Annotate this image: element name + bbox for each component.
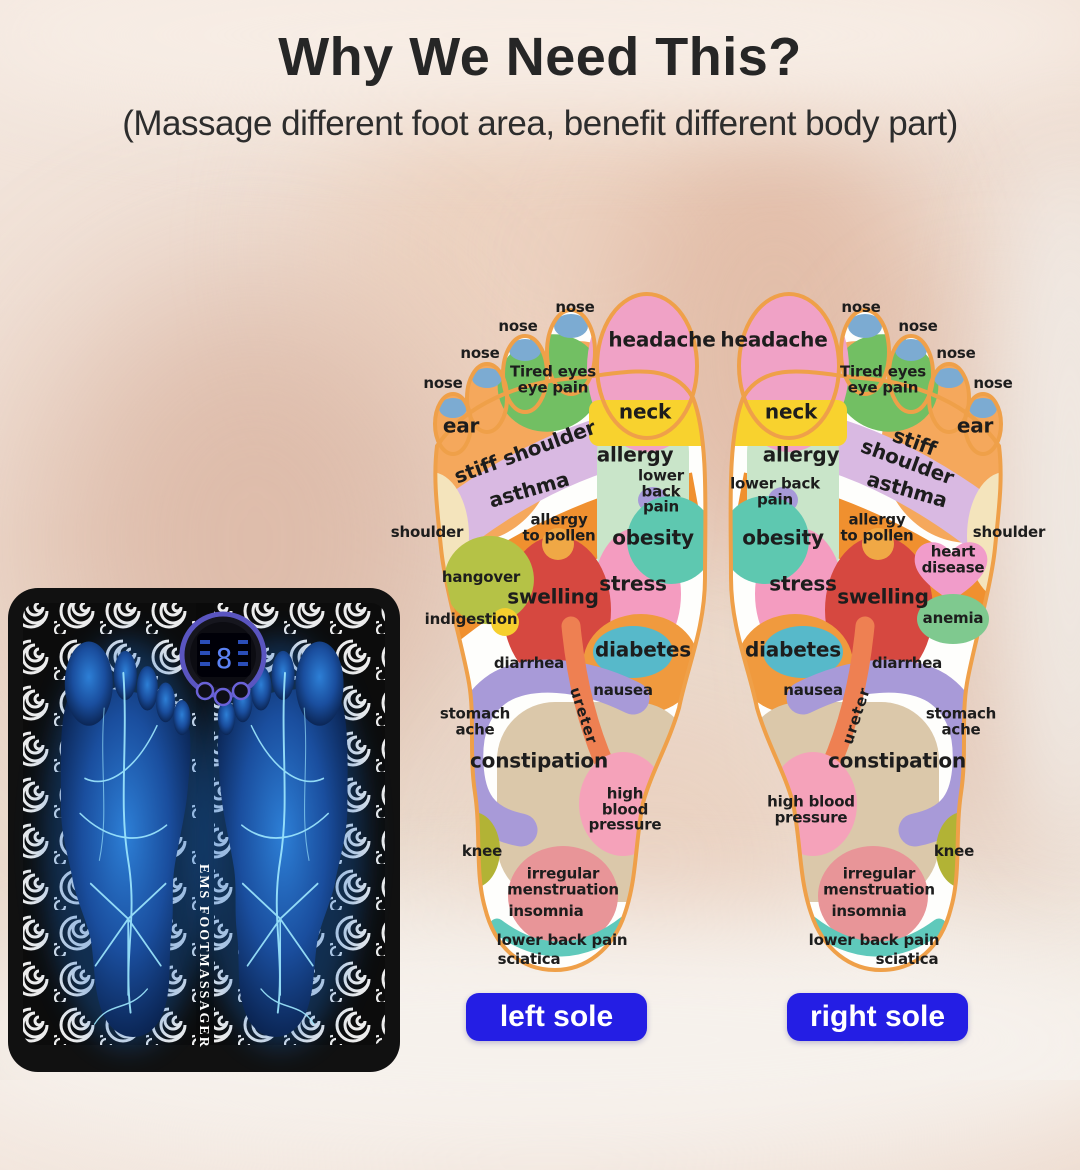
foot-art-right [729,288,1011,978]
brand-text: EMS FOOTMASSAGER [196,864,211,1049]
right-sole-button[interactable]: right sole [787,993,968,1041]
product-image-ems-foot-massager: 8 EMS FOOTMASSAGER [8,588,400,1072]
device-button [213,687,233,707]
device-button [231,681,251,701]
page-subtitle: (Massage different foot area, benefit di… [122,104,958,143]
device-display-digit: 8 [216,642,233,675]
page-title: Why We Need This? [278,27,802,87]
foot-art-left [425,288,707,978]
left-sole-button[interactable]: left sole [466,993,647,1041]
header: Why We Need This? (Massage different foo… [0,0,1080,144]
device-button [195,681,215,701]
